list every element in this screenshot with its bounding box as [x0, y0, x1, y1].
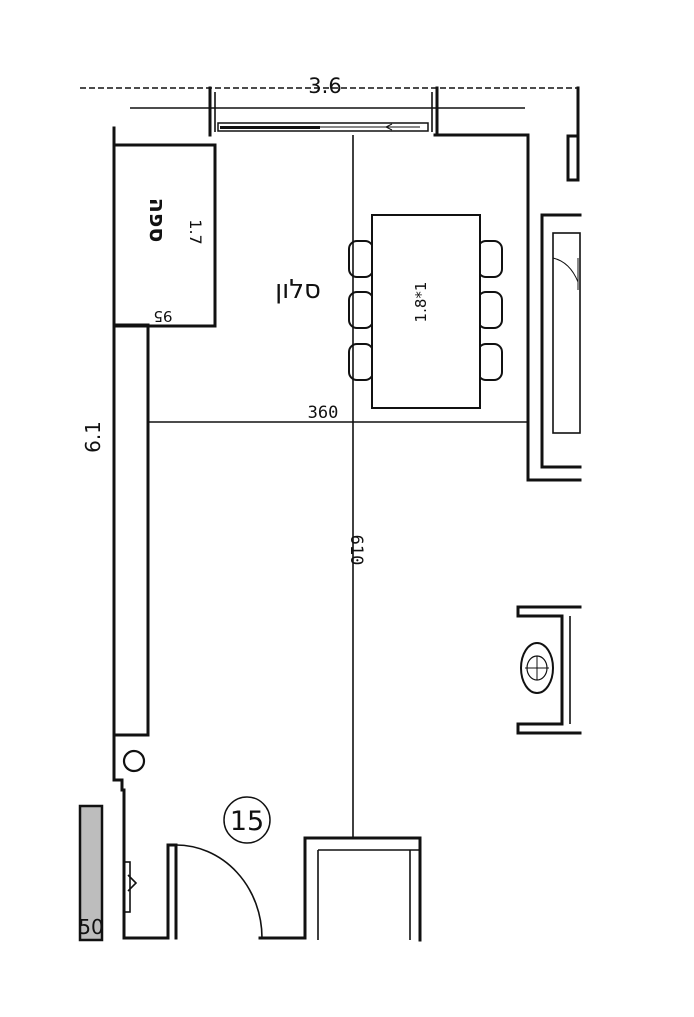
- room-name: סלון: [275, 275, 321, 305]
- bottom-left-label: 50: [78, 915, 103, 939]
- side-dimension-label: 6.1: [81, 421, 105, 453]
- table-top: [371, 214, 481, 409]
- chair: [477, 343, 503, 381]
- room-number-badge: 15: [223, 796, 271, 844]
- room-number: 15: [230, 806, 264, 837]
- sofa-depth: 95: [153, 307, 172, 325]
- electrical-symbol: [123, 861, 138, 913]
- sofa-label: ספה: [144, 198, 169, 243]
- table-size: 1.8*1: [412, 282, 430, 323]
- dining-table: 1.8*1: [348, 214, 503, 409]
- adjacent-room-block: 50: [78, 804, 104, 942]
- sofa-length: 1.7: [186, 219, 205, 244]
- entrance-door: [166, 843, 263, 940]
- sink: [516, 605, 582, 735]
- window: [208, 86, 439, 137]
- top-dimension-label: 3.6: [308, 74, 341, 98]
- length-dimension-label: 610: [346, 535, 366, 566]
- sofa: ספה 1.7 95: [112, 143, 217, 328]
- width-dimension-label: 360: [308, 403, 339, 423]
- walls: [112, 86, 582, 942]
- column-marker: [122, 749, 146, 773]
- chair: [477, 291, 503, 329]
- cabinet: [552, 232, 581, 434]
- chair: [477, 240, 503, 278]
- top-dimension: 3.6: [80, 74, 578, 109]
- sink-basin: [520, 642, 554, 694]
